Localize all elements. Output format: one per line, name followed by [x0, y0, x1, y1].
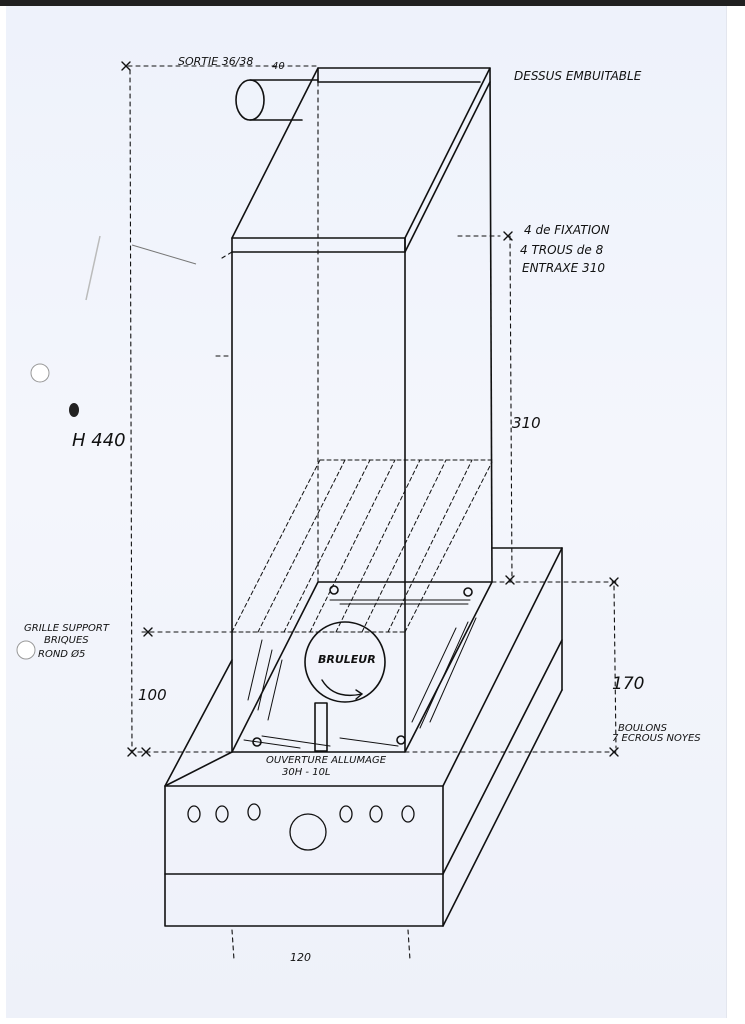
chimney-right-edge — [489, 67, 493, 583]
exhaust-pipe — [235, 79, 319, 121]
dimension-crosses — [121, 61, 619, 757]
label-bottom-dim: 120 — [290, 951, 311, 964]
label-dim-170: 170 — [612, 674, 645, 694]
fixing-hole-2 — [463, 587, 473, 597]
label-fixation-2: 4 TROUS de 8 — [520, 243, 604, 257]
brick-grille-hatch — [231, 459, 493, 633]
label-sortie-tick: 40 — [272, 61, 285, 72]
label-grille-2: BRIQUES — [44, 635, 89, 646]
label-sortie: SORTIE 36/38 — [178, 55, 254, 68]
label-height-total: H 440 — [72, 430, 126, 451]
burner-circle — [304, 621, 386, 703]
paper — [6, 6, 727, 1018]
fixing-hole-1 — [329, 585, 339, 595]
scan-top-edge — [0, 0, 745, 6]
label-fixation-3: ENTRAXE 310 — [522, 261, 605, 275]
label-ouverture-2: 30H - 10L — [282, 767, 331, 778]
fixing-hole-4 — [396, 735, 406, 745]
label-dim-310: 310 — [512, 414, 541, 432]
floor-hatching — [243, 599, 477, 749]
base-inner-floor — [231, 581, 493, 753]
base-front-panel — [164, 785, 444, 927]
label-dim-100: 100 — [138, 686, 167, 704]
label-fixation-1: 4 de FIXATION — [524, 223, 610, 237]
dimension-lines — [127, 65, 617, 961]
label-grille-1: GRILLE SUPPORT — [24, 623, 109, 634]
base-top-face — [164, 659, 233, 787]
label-dessus: DESSUS EMBUITABLE — [514, 69, 642, 83]
label-bruleur: BRULEUR — [318, 653, 376, 666]
ignition-tube — [314, 702, 328, 752]
base-box — [164, 547, 563, 927]
chimney-top-face — [231, 67, 491, 239]
chimney-box — [231, 67, 493, 753]
label-grille-3: ROND Ø5 — [38, 649, 86, 660]
label-boulons-2: 7 ECROUS NOYES — [612, 733, 701, 744]
label-ouverture-1: OUVERTURE ALLUMAGE — [266, 755, 387, 766]
front-panel-holes — [187, 803, 415, 851]
label-boulons-1: BOULONS — [618, 723, 668, 734]
scan-marks — [16, 235, 197, 660]
